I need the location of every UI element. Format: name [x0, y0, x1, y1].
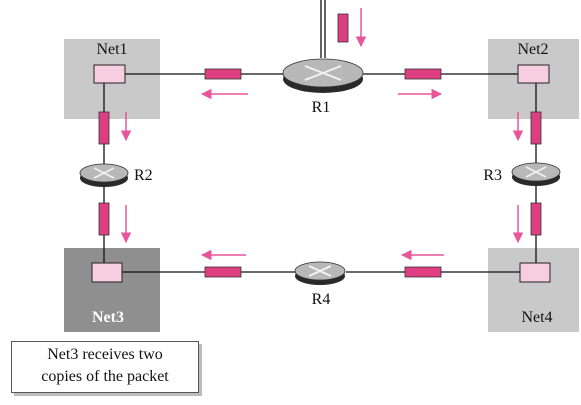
- callout-line-1: Net3 receives two: [47, 346, 163, 363]
- net4-label: Net4: [521, 309, 552, 326]
- direction-arrows: [120, 8, 524, 261]
- router-r2: [79, 163, 129, 187]
- net2-host: [517, 64, 550, 84]
- packet-r4-net4: [404, 266, 442, 278]
- labels: Net1 Net2 Net3 Net4 R1 R2 R3 R4: [92, 41, 553, 326]
- packet-r1-net2: [404, 68, 442, 80]
- r1-label: R1: [312, 99, 331, 116]
- r2-label: R2: [134, 167, 153, 184]
- net4-box: [488, 248, 579, 332]
- r4-label: R4: [312, 291, 331, 308]
- callout-box: Net3 receives two copies of the packet: [11, 341, 199, 393]
- packet-r2-net3: [98, 202, 110, 236]
- net4-host: [519, 262, 551, 283]
- r3-label: R3: [483, 167, 502, 184]
- packets: [98, 13, 542, 278]
- packet-net3-r4: [204, 266, 242, 278]
- router-r4: [294, 261, 346, 285]
- packet-incoming: [337, 13, 349, 43]
- net2-label: Net2: [517, 41, 548, 58]
- packet-net2-r3: [530, 111, 542, 145]
- links: [103, 0, 537, 273]
- net3-box: [64, 248, 160, 332]
- packet-r3-net4: [530, 202, 542, 236]
- router-r1: [282, 58, 364, 93]
- net1-label: Net1: [96, 41, 127, 58]
- callout-line-2: copies of the packet: [41, 368, 169, 385]
- packet-net1-r1: [204, 68, 242, 80]
- packet-net1-r2: [98, 111, 110, 145]
- net1-host: [93, 64, 126, 84]
- net3-host: [91, 262, 123, 283]
- net3-label: Net3: [92, 309, 124, 326]
- router-r3: [511, 162, 561, 186]
